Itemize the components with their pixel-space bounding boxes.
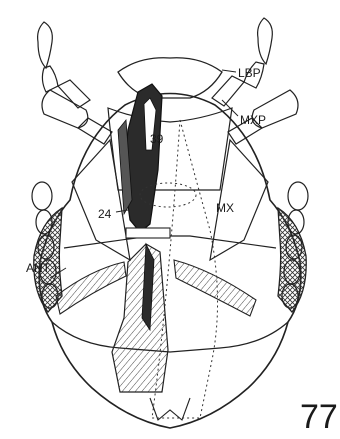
label-24: 24	[98, 207, 112, 221]
label-mxp: MXP	[240, 113, 266, 127]
label-39: 39	[150, 132, 164, 146]
left-galea	[56, 262, 126, 314]
label-lbp: LBP	[238, 66, 261, 80]
mandible-39	[124, 84, 162, 232]
left-maxillary-palp	[42, 90, 112, 144]
label-ant: ANT	[26, 261, 51, 275]
lbp-leader	[222, 70, 236, 72]
right-labial-palp	[212, 18, 272, 106]
junction	[126, 228, 170, 238]
labrum	[118, 58, 222, 98]
posterior-margin	[52, 322, 288, 352]
head-capsule	[39, 94, 301, 429]
posterior-notch	[150, 398, 190, 420]
right-galea	[174, 260, 256, 316]
right-maxilla	[210, 140, 268, 260]
plate-number: 77	[300, 398, 338, 436]
label-mx: MX	[216, 201, 234, 215]
